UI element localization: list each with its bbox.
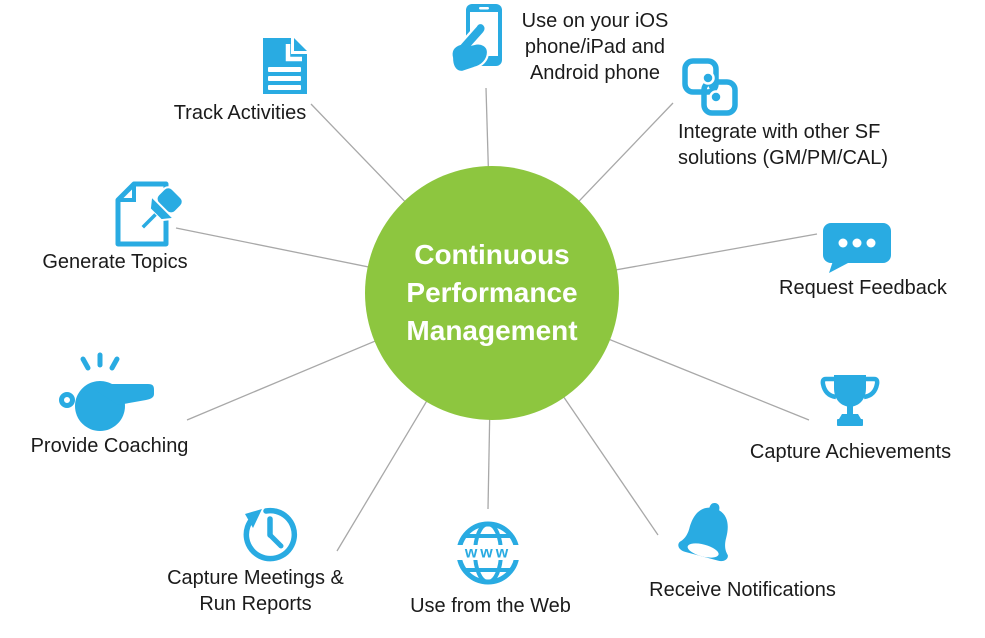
phone-touch-icon [450,4,502,74]
pin-document-icon [115,181,184,247]
trophy-icon [820,375,880,426]
mobile-label: Use on your iOS phone/iPad and Android p… [521,10,669,84]
track-activities-label: Track Activities [173,102,307,124]
document-icon [263,38,307,94]
coaching-label: Provide Coaching [30,435,189,457]
meetings-label: Capture Meetings & Run Reports [167,567,344,615]
bell-icon [678,502,728,562]
notifications-label: Receive Notifications [649,579,836,601]
topics-label: Generate Topics [42,251,188,273]
whistle-icon [59,352,154,431]
achievements-label: Capture Achievements [749,441,952,463]
web-label: Use from the Web [410,595,571,617]
clock-arrow-icon [243,507,298,562]
center-title: Continuous Performance Management [406,239,578,346]
center-circle: Continuous Performance Management [365,166,619,420]
globe-www-text: www [464,545,511,562]
integration-icon [682,58,738,116]
globe-www-icon: www [455,521,521,585]
integrate-label: Integrate with other SF solutions (GM/PM… [678,121,889,169]
chat-bubble-icon [823,223,891,273]
feedback-label: Request Feedback [779,277,947,299]
